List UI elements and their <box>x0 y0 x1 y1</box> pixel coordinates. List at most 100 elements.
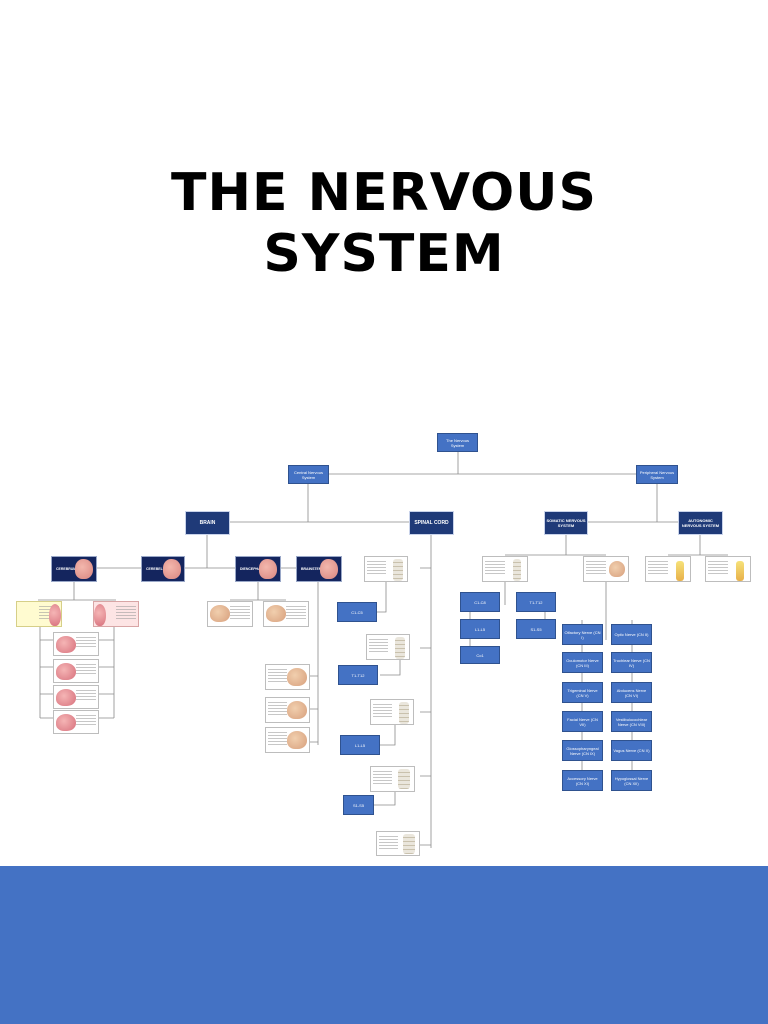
thumb-lobe <box>53 685 99 709</box>
node-spinal-nerve: C1-C8 <box>460 592 500 612</box>
node-pns: Peripheral Nervous System <box>636 465 678 484</box>
text-lines <box>116 606 136 620</box>
node-cranial-nerve: Trigeminal Nerve (CN V) <box>562 682 603 703</box>
node-autonomic: AUTONOMIC NERVOUS SYSTEM <box>678 511 723 535</box>
node-spinal-nerve: T1-T12 <box>516 592 556 612</box>
text-lines <box>373 771 393 785</box>
node-cns: Central Nervous System <box>288 465 329 484</box>
node-spinal-nerve: S1-S5 <box>516 619 556 639</box>
brain-image <box>259 559 277 579</box>
node-spinal-cord: SPINAL CORD <box>409 511 454 535</box>
thumb-sympathetic <box>645 556 691 582</box>
node-segment: C1-C5 <box>337 602 377 622</box>
node-brain: BRAIN <box>185 511 230 535</box>
node-cranial-nerve: Oculomotor Nerve (CN III) <box>562 652 603 673</box>
brain-image <box>49 604 61 626</box>
text-lines <box>268 702 288 716</box>
text-lines <box>268 669 288 683</box>
vertebra-image <box>393 559 403 581</box>
page-title: THE NERVOUS SYSTEM <box>0 163 768 285</box>
node-segment: S1-S5 <box>343 795 374 815</box>
node-cranial-nerve: Abducens Nerve (CN VI) <box>611 682 652 703</box>
thumb-cervical <box>364 556 408 582</box>
node-cranial-nerve: Vestibulocochlear Nerve (CN VIII) <box>611 711 652 732</box>
text-lines <box>708 561 728 575</box>
text-lines <box>76 637 96 650</box>
brain-image <box>56 636 76 653</box>
nervous-system-diagram: The Nervous System Central Nervous Syste… <box>16 433 751 856</box>
thumb-parasympathetic <box>705 556 751 582</box>
text-lines <box>648 561 668 575</box>
thumb-thalamus <box>207 601 253 627</box>
thumb-lumbar <box>370 699 414 725</box>
node-segment: T1-T12 <box>338 665 378 685</box>
diagram-connectors <box>37 452 728 848</box>
text-lines <box>286 606 306 620</box>
brain-image <box>287 701 307 719</box>
text-lines <box>485 561 505 575</box>
banner-cerebellum: CEREBELLUM <box>141 556 185 582</box>
thumb-midbrain <box>265 664 310 690</box>
vertebra-image <box>395 637 405 659</box>
text-lines <box>268 732 288 746</box>
text-lines <box>76 664 96 677</box>
thumb-spinal-nerves <box>482 556 528 582</box>
thumb-pons <box>265 697 310 723</box>
brain-image <box>75 559 93 579</box>
banner-diencephalon: DIENCEPHALON <box>235 556 281 582</box>
thumb-coccygeal <box>376 831 420 856</box>
thumb-hypothalamus <box>263 601 309 627</box>
text-lines <box>586 561 606 575</box>
node-cranial-nerve: Vagus Nerve (CN X) <box>611 740 652 761</box>
text-lines <box>367 561 386 575</box>
thumb-sacral <box>370 766 415 792</box>
brain-image <box>287 668 307 686</box>
node-segment: L1-L5 <box>340 735 380 755</box>
brain-image <box>287 731 307 749</box>
node-root: The Nervous System <box>437 433 478 452</box>
text-lines <box>379 836 398 849</box>
banner-cerebrum: CEREBRUM <box>51 556 97 582</box>
text-lines <box>373 704 392 718</box>
banner-brainstem-label: BRAINSTEM <box>301 567 322 571</box>
brain-image <box>56 689 76 706</box>
brain-image <box>609 561 625 577</box>
title-line-2: SYSTEM <box>263 224 505 284</box>
banner-cerebrum-label: CEREBRUM <box>56 567 77 571</box>
node-spinal-nerve: Co1 <box>460 646 500 664</box>
thumb-lobe <box>53 659 99 683</box>
thumb-medulla <box>265 727 310 753</box>
brain-image <box>320 559 338 579</box>
text-lines <box>230 606 250 620</box>
brain-image <box>266 605 286 622</box>
text-lines <box>76 690 96 703</box>
banner-diencephalon-label: DIENCEPHALON <box>240 567 269 571</box>
node-cranial-nerve: Facial Nerve (CN VII) <box>562 711 603 732</box>
thumb-right-hemisphere <box>93 601 139 627</box>
brain-image <box>163 559 181 579</box>
brain-image <box>56 714 76 731</box>
body-image <box>676 561 684 581</box>
brain-image <box>210 605 230 622</box>
node-cranial-nerve: Hypoglossal Nerve (CN XII) <box>611 770 652 791</box>
node-cranial-nerve: Glossopharyngeal Nerve (CN IX) <box>562 740 603 761</box>
title-line-1: THE NERVOUS <box>171 163 597 223</box>
node-cranial-nerve: Trochlear Nerve (CN IV) <box>611 652 652 673</box>
thumb-left-hemisphere <box>16 601 62 627</box>
thumb-lobe <box>53 632 99 656</box>
footer-band <box>0 866 768 1024</box>
vertebra-image <box>398 769 410 789</box>
body-image <box>736 561 744 581</box>
vertebra-image <box>513 559 521 581</box>
vertebra-image <box>399 702 409 724</box>
thumb-cranial-nerves <box>583 556 629 582</box>
node-somatic: SOMATIC NERVOUS SYSTEM <box>544 511 588 535</box>
vertebra-image <box>403 834 415 854</box>
banner-brainstem: BRAINSTEM <box>296 556 342 582</box>
banner-cerebellum-label: CEREBELLUM <box>146 567 171 571</box>
text-lines <box>76 715 96 728</box>
node-spinal-nerve: L1-L5 <box>460 619 500 639</box>
node-cranial-nerve: Optic Nerve (CN II) <box>611 624 652 645</box>
node-cranial-nerve: Olfactory Nerve (CN I) <box>562 624 603 645</box>
brain-image <box>94 604 106 626</box>
